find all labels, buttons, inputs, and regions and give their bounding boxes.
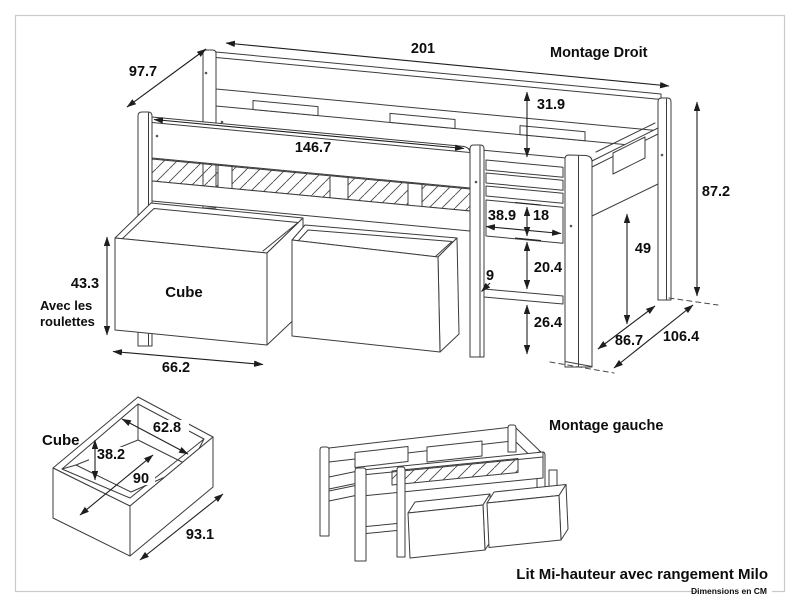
footboard-handle-cutout: [612, 136, 646, 175]
units-note: Dimensions en CM: [691, 586, 767, 596]
ladder-left-rail: [469, 144, 485, 358]
dim-overall-depth: 97.7: [129, 64, 157, 80]
montage-droit-drawing: [114, 49, 719, 374]
cube-label-main: Cube: [165, 284, 203, 301]
storage-cube-1-front: [114, 237, 268, 346]
mg-ladder-rail: [396, 466, 406, 558]
dim-cube-inner-width: 62.8: [153, 420, 181, 436]
dim-side-depth-inner: 86.7: [615, 333, 643, 349]
ladder-step: [483, 288, 564, 305]
dim-barrier-length: 146.7: [295, 140, 331, 156]
montage-gauche-drawing: [319, 424, 569, 562]
cube-detail-label: Cube: [42, 432, 80, 449]
dim-cube-height: 43.3: [71, 276, 99, 292]
dim-gap-below-step: 26.4: [534, 315, 562, 331]
dim-frame-height: 18: [533, 208, 549, 224]
montage-droit-title: Montage Droit: [550, 45, 648, 61]
mg-cube-1-front: [407, 504, 486, 559]
dim-cube-width: 66.2: [162, 360, 190, 376]
dim-guardrail-height: 31.9: [537, 97, 565, 113]
storage-cube-2-side: [437, 237, 460, 353]
cube-detail-dimensions: 62.8 38.2 90 93.1: [79, 418, 224, 561]
mg-front-left-post: [354, 467, 367, 562]
dim-under-bed-clearance: 49: [635, 241, 651, 257]
dim-cube-outer-depth: 93.1: [186, 527, 214, 543]
back-right-post: [657, 97, 672, 301]
montage-gauche-title: Montage gauche: [549, 418, 663, 434]
mg-back-right-post: [507, 424, 517, 453]
dim-total-height: 87.2: [702, 184, 730, 200]
dim-gap-above-step: 20.4: [534, 260, 562, 276]
mg-ladder-step: [365, 523, 398, 534]
montage-droit-dimensions: 201 97.7 146.7 31.9 38.9 18 20.4 26.4 9 …: [40, 40, 730, 376]
product-title: Lit Mi-hauteur avec rangement Milo: [516, 566, 768, 583]
dim-cube-inner-height: 38.2: [97, 447, 125, 463]
casters-note-line2: roulettes: [40, 314, 95, 329]
casters-note-line1: Avec les: [40, 298, 92, 313]
storage-cube-2-front: [291, 239, 441, 353]
mg-back-left-post: [319, 446, 330, 537]
footboard-panel: [591, 127, 659, 217]
dim-overall-length: 201: [411, 41, 435, 57]
units-note-backing: [698, 585, 772, 596]
mg-cube-2-front: [486, 495, 562, 548]
dim-ladder-opening: 38.9: [488, 208, 516, 224]
dim-side-depth-overall: 106.4: [663, 329, 699, 345]
dim-cube-inner-depth: 90: [133, 471, 149, 487]
page-border: [14, 14, 786, 593]
dim-step-thickness: 9: [486, 268, 494, 284]
